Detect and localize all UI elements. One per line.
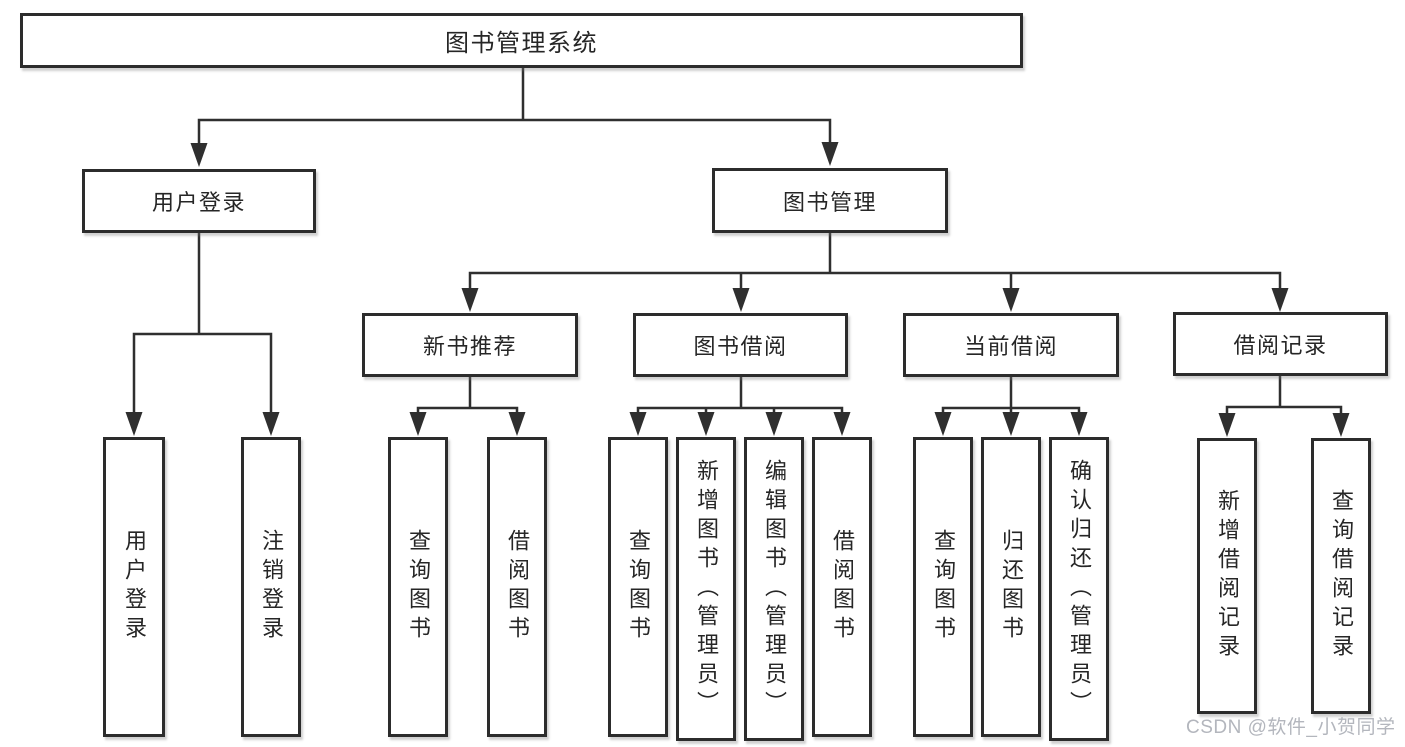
node-label: 查询借阅记录 xyxy=(1329,489,1354,663)
node-label: 新书推荐 xyxy=(422,334,517,359)
node-leaf-return-book: 归还图书 xyxy=(981,437,1041,737)
node-label: 图书管理系统 xyxy=(445,30,598,57)
node-label: 查询图书 xyxy=(931,529,956,645)
node-leaf-borrow-book-2: 借阅图书 xyxy=(812,437,872,737)
node-label: 新增图书（管理员） xyxy=(694,458,719,720)
node-leaf-query-book-2: 查询图书 xyxy=(608,437,668,737)
node-leaf-logout: 注销登录 xyxy=(241,437,301,737)
node-leaf-borrow-book-1: 借阅图书 xyxy=(487,437,547,737)
node-label: 确认归还（管理员） xyxy=(1067,458,1092,720)
csdn-watermark: CSDN @软件_小贺同学 xyxy=(1186,717,1396,738)
node-borrowing-records: 借阅记录 xyxy=(1173,312,1388,376)
node-label: 新增借阅记录 xyxy=(1215,489,1240,663)
node-leaf-add-book-admin: 新增图书（管理员） xyxy=(676,437,736,741)
node-label: 图书借阅 xyxy=(693,334,788,359)
node-label: 归还图书 xyxy=(999,529,1024,645)
node-label: 用户登录 xyxy=(122,529,147,645)
node-leaf-query-book-1: 查询图书 xyxy=(388,437,448,737)
node-leaf-query-borrow-record: 查询借阅记录 xyxy=(1311,438,1371,714)
node-label: 编辑图书（管理员） xyxy=(762,458,787,720)
node-new-book-recommendation: 新书推荐 xyxy=(362,313,578,377)
node-label: 用户登录 xyxy=(151,190,246,215)
node-label: 查询图书 xyxy=(406,529,431,645)
node-leaf-user-login: 用户登录 xyxy=(103,437,165,737)
node-label: 图书管理 xyxy=(782,189,877,215)
node-current-borrowing: 当前借阅 xyxy=(903,313,1119,377)
node-user-login: 用户登录 xyxy=(82,169,316,233)
node-book-borrowing: 图书借阅 xyxy=(633,313,848,377)
node-label: 当前借阅 xyxy=(963,334,1058,359)
arrowheads xyxy=(125,142,1350,437)
node-label: 借阅图书 xyxy=(505,529,530,645)
node-label: 借阅图书 xyxy=(830,529,855,645)
node-root-system: 图书管理系统 xyxy=(20,13,1023,68)
node-label: 查询图书 xyxy=(626,529,651,645)
node-label: 注销登录 xyxy=(259,529,284,645)
node-leaf-edit-book-admin: 编辑图书（管理员） xyxy=(744,437,804,741)
node-leaf-confirm-return-admin: 确认归还（管理员） xyxy=(1049,437,1109,741)
node-label: 借阅记录 xyxy=(1233,333,1328,358)
node-book-management: 图书管理 xyxy=(712,168,948,233)
node-leaf-query-book-3: 查询图书 xyxy=(913,437,973,737)
node-leaf-add-borrow-record: 新增借阅记录 xyxy=(1197,438,1257,714)
